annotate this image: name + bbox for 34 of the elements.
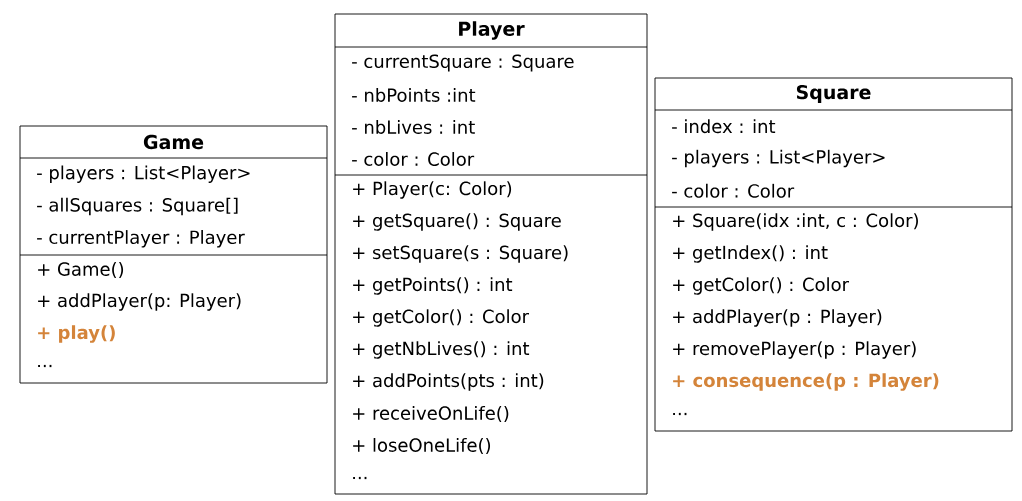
attribute-text: - nbPoints :int xyxy=(352,88,476,102)
attribute-text: - index : int xyxy=(672,119,776,134)
method-text: + addPlayer(p : Player) xyxy=(673,309,882,327)
attribute-text: - color : Color xyxy=(672,183,795,198)
method-text: + setSquare(s : Square) xyxy=(353,245,568,263)
attribute-text: - currentPlayer : Player xyxy=(37,230,245,248)
attribute-text: - players : List<Player> xyxy=(672,149,885,168)
method-text: ... xyxy=(353,476,367,480)
method-text: + getColor() : Color xyxy=(673,277,849,295)
method-text: + addPoints(pts : int) xyxy=(353,373,544,391)
class-name: Game xyxy=(143,134,204,150)
attribute-text: - allSquares : Square[] xyxy=(37,197,238,216)
attribute-text: - currentSquare : Square xyxy=(352,54,574,72)
attribute-text: - players : List<Player> xyxy=(37,165,250,183)
method-text: + getPoints() : int xyxy=(353,277,513,295)
method-text: ... xyxy=(673,412,687,416)
method-text: + getIndex() : int xyxy=(673,245,828,263)
method-text: + play() xyxy=(38,325,115,343)
method-text: + Player(c: Color) xyxy=(353,181,512,199)
method-text: + loseOneLife() xyxy=(353,438,491,455)
attribute-text: - color : Color xyxy=(352,152,475,166)
method-text: + receiveOnLife() xyxy=(353,406,509,423)
method-text: + addPlayer(p: Player) xyxy=(38,293,241,311)
method-text: + getSquare() : Square xyxy=(353,213,561,231)
method-text: + consequence(p : Player) xyxy=(673,373,939,391)
method-text: + getNbLives() : int xyxy=(353,341,530,359)
method-text: + Square(idx :int, c : Color) xyxy=(673,213,918,231)
attribute-text: - nbLives : int xyxy=(352,120,475,134)
class-name: Square xyxy=(796,85,871,104)
method-text: + removePlayer(p : Player) xyxy=(673,341,916,359)
method-text: + getColor() : Color xyxy=(353,309,529,327)
class-name: Player xyxy=(459,21,525,40)
method-text: ... xyxy=(38,364,52,368)
method-text: + Game() xyxy=(38,262,124,278)
